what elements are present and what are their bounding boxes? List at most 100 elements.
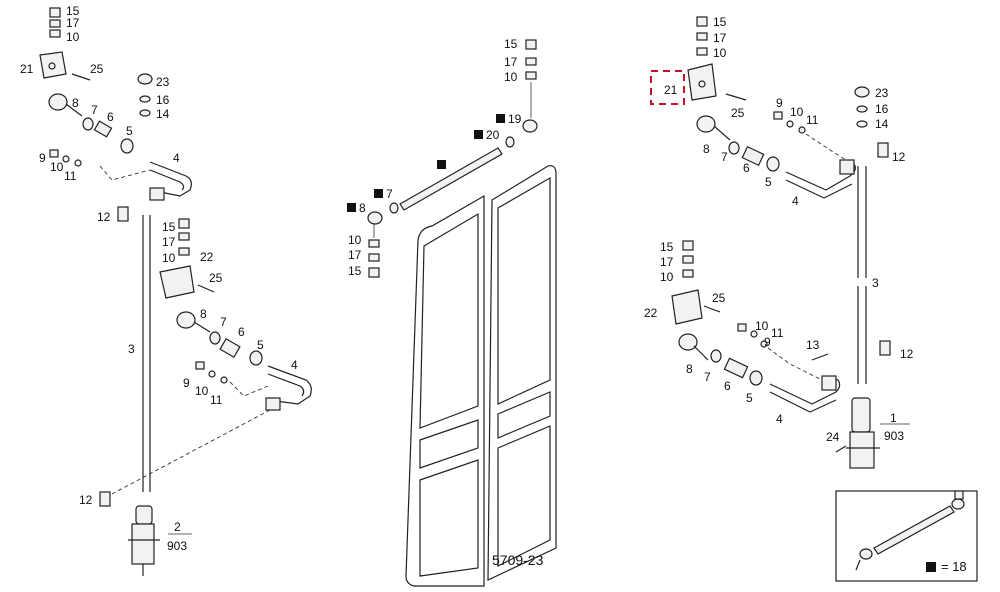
right-label-9: 9 <box>776 96 783 110</box>
left-label-11: 11 <box>64 169 77 183</box>
highlight-21 <box>650 70 685 105</box>
left-label-17: 17 <box>66 16 80 30</box>
center-label-17: 17 <box>348 248 362 262</box>
left-label-11: 11 <box>210 393 223 407</box>
right-label-8: 8 <box>686 362 693 376</box>
right-label-10: 10 <box>660 270 674 284</box>
left-label-25: 25 <box>209 271 223 285</box>
marker-square-rod <box>437 160 446 169</box>
bracket-21 <box>39 51 67 79</box>
left-label-25: 25 <box>90 62 104 76</box>
right-label-4: 4 <box>776 412 783 426</box>
left-label-4: 4 <box>173 151 180 165</box>
right-label-5: 5 <box>765 175 772 189</box>
left-label-7: 7 <box>91 103 98 117</box>
left-ref-num: 2 <box>174 520 181 534</box>
right-ref-den: 903 <box>884 429 904 443</box>
right-label-6: 6 <box>724 379 731 393</box>
marker-square-20 <box>474 130 483 139</box>
right-label-3: 3 <box>872 276 879 290</box>
center-label-20: 20 <box>486 128 500 142</box>
marker-square-19 <box>496 114 505 123</box>
right-label-8: 8 <box>703 142 710 156</box>
left-label-3: 3 <box>128 342 135 356</box>
center-label-17: 17 <box>504 55 518 69</box>
clamp-5 <box>120 138 134 154</box>
right-label-25: 25 <box>731 106 745 120</box>
center-label-10: 10 <box>504 70 518 84</box>
left-label-8: 8 <box>200 307 207 321</box>
right-label-23: 23 <box>875 86 889 100</box>
center-label-19: 19 <box>508 112 522 126</box>
door-panel-left <box>405 194 485 587</box>
center-label-15: 15 <box>348 264 362 278</box>
nut-15 <box>49 7 61 18</box>
left-label-14: 14 <box>156 107 170 121</box>
left-label-15: 15 <box>66 4 80 18</box>
right-label-22: 22 <box>644 306 658 320</box>
left-label-5: 5 <box>257 338 264 352</box>
washer-10 <box>49 29 61 38</box>
right-label-17: 17 <box>660 255 674 269</box>
left-label-6: 6 <box>238 325 245 339</box>
left-label-4: 4 <box>291 358 298 372</box>
right-label-15: 15 <box>713 15 727 29</box>
right-label-16: 16 <box>875 102 889 116</box>
left-label-9: 9 <box>39 151 46 165</box>
left-label-17: 17 <box>162 235 176 249</box>
right-ref-num: 1 <box>890 411 897 425</box>
left-label-15: 15 <box>162 220 176 234</box>
center-label-15: 15 <box>504 37 518 51</box>
left-label-16: 16 <box>156 93 170 107</box>
inset-box <box>835 490 978 582</box>
right-label-11: 11 <box>771 326 784 340</box>
actuator-cylinder <box>135 505 153 525</box>
right-label-6: 6 <box>743 161 750 175</box>
left-label-9: 9 <box>183 376 190 390</box>
left-label-10: 10 <box>66 30 80 44</box>
right-label-4: 4 <box>792 194 799 208</box>
nut-7 <box>82 117 94 131</box>
actuator-body <box>131 523 155 565</box>
door-panel-right <box>487 165 557 581</box>
arm-4 <box>149 161 192 197</box>
left-label-22: 22 <box>200 250 214 264</box>
left-assembly <box>39 7 312 576</box>
center-label-8: 8 <box>359 201 366 215</box>
right-label-13: 13 <box>806 338 820 352</box>
right-label-7: 7 <box>704 370 711 384</box>
right-label-7: 7 <box>721 150 728 164</box>
ball-joint-8 <box>48 93 68 111</box>
center-assembly <box>367 39 557 587</box>
left-label-8: 8 <box>72 96 79 110</box>
washer-17 <box>49 19 61 28</box>
right-label-9: 9 <box>764 335 771 349</box>
right-label-21-highlighted: 21 <box>664 83 678 97</box>
clip-12 <box>117 206 129 222</box>
right-label-24: 24 <box>826 430 840 444</box>
cap-23 <box>137 73 153 85</box>
left-ref-den: 903 <box>167 539 187 553</box>
right-label-17: 17 <box>713 31 727 45</box>
center-label-7: 7 <box>386 187 393 201</box>
right-label-10: 10 <box>790 105 804 119</box>
right-label-5: 5 <box>746 391 753 405</box>
tie-rod <box>399 147 503 211</box>
right-assembly <box>650 16 910 469</box>
marker-square-7 <box>374 189 383 198</box>
legend-text: = 18 <box>941 559 967 574</box>
sleeve-6 <box>93 120 113 138</box>
left-label-5: 5 <box>126 124 133 138</box>
center-label-10: 10 <box>348 233 362 247</box>
right-label-11: 11 <box>806 113 819 127</box>
right-label-10: 10 <box>755 319 769 333</box>
left-label-23: 23 <box>156 75 170 89</box>
left-label-12: 12 <box>79 493 93 507</box>
marker-square-8 <box>347 203 356 212</box>
left-label-21: 21 <box>20 62 34 76</box>
right-label-14: 14 <box>875 117 889 131</box>
right-label-12: 12 <box>892 150 906 164</box>
left-label-12: 12 <box>97 210 111 224</box>
